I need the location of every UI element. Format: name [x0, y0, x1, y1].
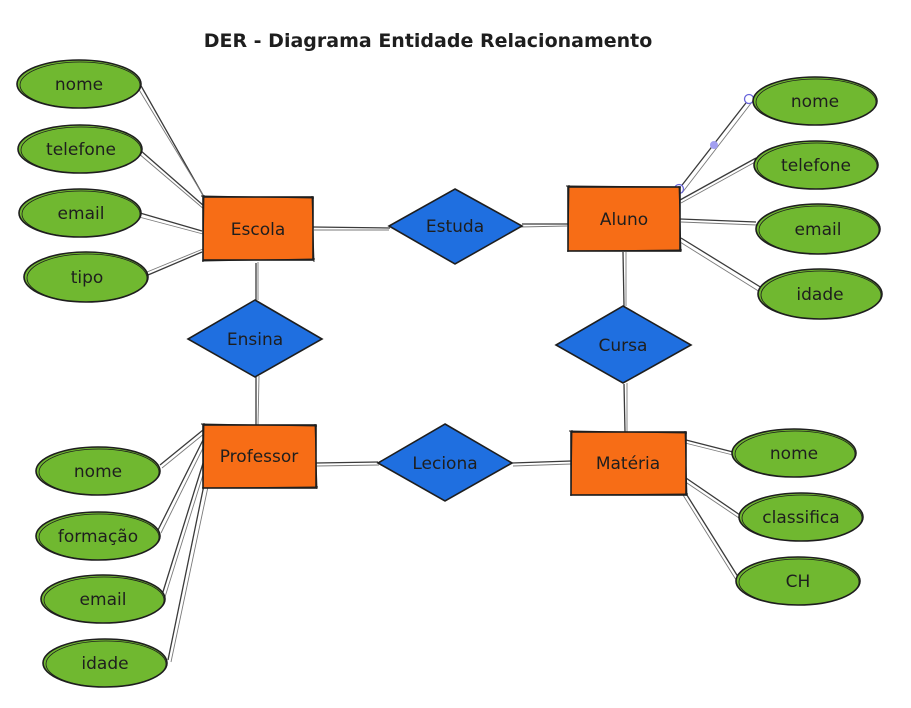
attribute-aluno-telefone[interactable]: telefone	[753, 140, 879, 190]
attribute-label: telefone	[46, 140, 116, 160]
attribute-label: nome	[770, 444, 818, 464]
relationship-leciona[interactable]: Leciona	[376, 423, 514, 502]
relationship-label: Cursa	[599, 336, 648, 356]
attribute-materia-nome[interactable]: nome	[731, 428, 857, 478]
entity-label: Aluno	[600, 210, 648, 230]
attribute-aluno-email[interactable]: email	[755, 203, 881, 255]
attribute-escola-tipo[interactable]: tipo	[23, 251, 149, 303]
connector-handle-mid[interactable]	[710, 141, 718, 149]
attribute-aluno-nome[interactable]: nome	[752, 76, 878, 126]
relationship-label: Ensina	[227, 330, 283, 350]
attribute-professor-formacao[interactable]: formação	[35, 511, 161, 561]
relationship-estuda[interactable]: Estuda	[387, 188, 524, 265]
attribute-label: email	[58, 204, 105, 224]
attribute-professor-idade[interactable]: idade	[42, 638, 168, 688]
attribute-label: idade	[81, 654, 128, 674]
attribute-label: CH	[786, 572, 811, 592]
attribute-label: nome	[55, 75, 103, 95]
attribute-label: nome	[791, 92, 839, 112]
connector-handle-start[interactable]	[743, 93, 755, 105]
attribute-label: email	[795, 220, 842, 240]
entity-label: Escola	[231, 220, 286, 240]
entity-aluno[interactable]: Aluno	[565, 184, 683, 253]
attribute-label: telefone	[781, 156, 851, 176]
entity-materia[interactable]: Matéria	[568, 429, 689, 497]
entity-escola[interactable]: Escola	[200, 194, 316, 263]
attribute-aluno-idade[interactable]: idade	[757, 268, 883, 320]
relationship-label: Estuda	[426, 217, 484, 237]
entity-label: Matéria	[596, 454, 660, 474]
relationship-label: Leciona	[412, 454, 477, 474]
attribute-label: classifica	[762, 508, 839, 528]
relationship-cursa[interactable]: Cursa	[554, 305, 693, 384]
entity-professor[interactable]: Professor	[200, 422, 319, 491]
attribute-label: idade	[796, 285, 843, 305]
attribute-label: formação	[58, 527, 138, 547]
connector-lines	[137, 83, 763, 663]
attribute-escola-email[interactable]: email	[18, 188, 142, 238]
relationship-ensina[interactable]: Ensina	[186, 299, 324, 378]
attribute-professor-email[interactable]: email	[40, 574, 166, 624]
attribute-label: nome	[74, 462, 122, 482]
attribute-materia-ch[interactable]: CH	[735, 556, 861, 606]
attribute-professor-nome[interactable]: nome	[35, 446, 161, 496]
attribute-escola-telefone[interactable]: telefone	[17, 124, 143, 174]
attribute-escola-nome[interactable]: nome	[16, 59, 142, 109]
diagram-title: DER - Diagrama Entidade Relacionamento	[204, 30, 653, 52]
entity-label: Professor	[220, 447, 299, 467]
attribute-label: tipo	[71, 268, 104, 288]
attribute-label: email	[80, 590, 127, 610]
attribute-materia-classifica[interactable]: classifica	[738, 492, 864, 542]
